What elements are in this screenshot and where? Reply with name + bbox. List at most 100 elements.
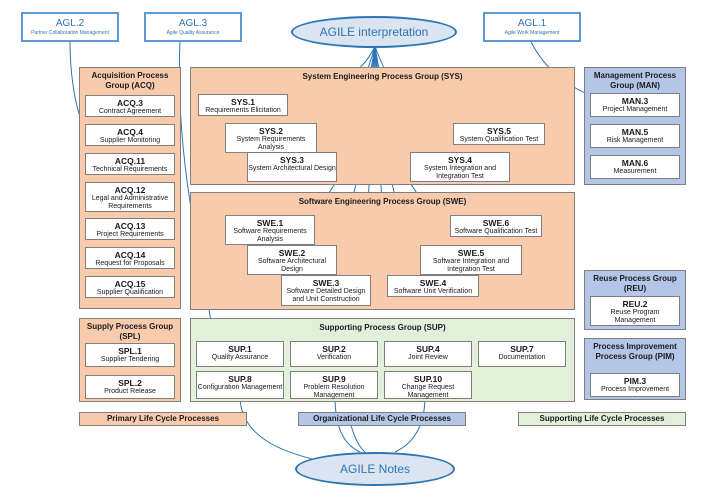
sup2-box: SUP.2 Verification xyxy=(290,341,378,367)
acq4-box: ACQ.4 Supplier Monitoring xyxy=(85,124,175,146)
sys4-id: SYS.4 xyxy=(447,155,473,165)
connector-notes-sup9 xyxy=(334,395,361,453)
acq15-id: ACQ.15 xyxy=(114,279,146,289)
sup2-name: Verification xyxy=(316,354,352,361)
spl1-name: Supplier Tendering xyxy=(100,356,160,363)
man5-id: MAN.5 xyxy=(621,127,649,137)
acq13-id: ACQ.13 xyxy=(114,221,146,231)
sup1-id: SUP.1 xyxy=(228,344,252,354)
sup4-id: SUP.4 xyxy=(416,344,440,354)
sys1-id: SYS.1 xyxy=(230,97,256,107)
sup7-box: SUP.7 Documentation xyxy=(478,341,566,367)
sys3-name: System Architectural Design xyxy=(248,165,336,172)
acq11-name: Technical Requirements xyxy=(92,166,168,173)
pim3-name: Process Improvement xyxy=(600,386,670,393)
swe-group-title: Software Engineering Process Group (SWE) xyxy=(298,197,467,206)
pim3-id: PIM.3 xyxy=(623,376,647,386)
connector-notes-sup10 xyxy=(394,395,426,453)
man5-box: MAN.5 Risk Management xyxy=(590,124,680,148)
pim3-box: PIM.3 Process Improvement xyxy=(590,373,680,397)
sup9-id: SUP.9 xyxy=(322,374,346,384)
acq13-name: Project Requirements xyxy=(96,231,164,238)
sys2-id: SYS.2 xyxy=(258,126,284,136)
legend-organizational: Organizational Life Cycle Processes xyxy=(298,412,466,426)
acq3-id: ACQ.3 xyxy=(117,98,143,108)
swe4-box: SWE.4 Software Unit Verification xyxy=(387,275,479,297)
sup-group: Supporting Process Group (SUP) SUP.1 Qua… xyxy=(190,318,575,402)
sup4-name: Joint Review xyxy=(408,354,448,361)
swe4-name: Software Unit Verification xyxy=(393,288,473,295)
agl1-id: AGL.1 xyxy=(517,18,547,29)
acq12-id: ACQ.12 xyxy=(114,185,146,195)
pim-group-title: Process Improvement Process Group (PIM) xyxy=(593,342,677,361)
reu-group-title: Reuse Process Group (REU) xyxy=(593,274,677,293)
sup9-box: SUP.9 Problem Resolution Management xyxy=(290,371,378,399)
sup1-name: Quality Assurance xyxy=(211,354,269,361)
man6-name: Measurement xyxy=(613,168,657,175)
sys1-name: Requirements Elicitation xyxy=(205,107,281,114)
reu2-id: REU.2 xyxy=(622,299,648,309)
swe2-box: SWE.2 Software Architectural Design xyxy=(247,245,337,275)
sup10-name: Change Request Management xyxy=(401,384,455,399)
swe1-box: SWE.1 Software Requirements Analysis xyxy=(225,215,315,245)
swe3-box: SWE.3 Software Detailed Design and Unit … xyxy=(281,275,371,306)
acq14-box: ACQ.14 Request for Proposals xyxy=(85,247,175,269)
swe5-name: Software Integration and Integration Tes… xyxy=(432,258,510,273)
swe3-id: SWE.3 xyxy=(312,278,340,288)
man6-box: MAN.6 Measurement xyxy=(590,155,680,179)
acq-group-title: Acquisition Process Group (ACQ) xyxy=(91,71,169,90)
spl1-id: SPL.1 xyxy=(118,346,142,356)
man5-name: Risk Management xyxy=(606,137,664,144)
man3-name: Project Management xyxy=(602,106,668,113)
spl2-box: SPL.2 Product Release xyxy=(85,375,175,399)
man-group: Management Process Group (MAN) MAN.3 Pro… xyxy=(584,67,686,185)
acq15-box: ACQ.15 Supplier Qualification xyxy=(85,276,175,298)
sup8-box: SUP.8 Configuration Management xyxy=(196,371,284,399)
spl-group: Supply Process Group (SPL) SPL.1 Supplie… xyxy=(79,318,181,402)
sys5-box: SYS.5 System Qualification Test xyxy=(453,123,545,145)
reu2-box: REU.2 Reuse Program Management xyxy=(590,296,680,326)
spl-group-title: Supply Process Group (SPL) xyxy=(86,322,174,341)
acq3-name: Contract Agreement xyxy=(98,108,162,115)
acq13-box: ACQ.13 Project Requirements xyxy=(85,218,175,240)
legend-primary: Primary Life Cycle Processes xyxy=(79,412,247,426)
swe6-box: SWE.6 Software Qualification Test xyxy=(450,215,542,237)
swe2-id: SWE.2 xyxy=(278,248,306,258)
sup8-name: Configuration Management xyxy=(197,384,283,391)
acq15-name: Supplier Qualification xyxy=(96,289,164,296)
sys5-name: System Qualification Test xyxy=(459,136,539,143)
man3-box: MAN.3 Project Management xyxy=(590,93,680,117)
swe6-name: Software Qualification Test xyxy=(454,228,538,235)
agl3-id: AGL.3 xyxy=(178,18,208,29)
swe1-name: Software Requirements Analysis xyxy=(233,228,307,243)
acq-group: Acquisition Process Group (ACQ) ACQ.3 Co… xyxy=(79,67,181,309)
agl1-name: Agile Work Management xyxy=(504,30,560,36)
agl2-box: AGL.2 Partner Collaboration Management xyxy=(21,12,119,42)
sup10-id: SUP.10 xyxy=(413,374,443,384)
spl1-box: SPL.1 Supplier Tendering xyxy=(85,343,175,367)
sys-group-title: System Engineering Process Group (SYS) xyxy=(302,72,463,81)
sys2-name: System Requirements Analysis xyxy=(236,136,306,151)
connector-notes-sup8 xyxy=(239,395,331,464)
reu-group: Reuse Process Group (REU) REU.2 Reuse Pr… xyxy=(584,270,686,330)
acq11-box: ACQ.11 Technical Requirements xyxy=(85,153,175,175)
sys5-id: SYS.5 xyxy=(486,126,512,136)
agile-interpretation-ellipse: AGILE interpretation xyxy=(291,16,457,48)
sup2-id: SUP.2 xyxy=(322,344,346,354)
sup7-name: Documentation xyxy=(498,354,546,361)
sup4-box: SUP.4 Joint Review xyxy=(384,341,472,367)
sys3-box: SYS.3 System Architectural Design xyxy=(247,152,337,182)
man3-id: MAN.3 xyxy=(621,96,649,106)
spl2-id: SPL.2 xyxy=(118,378,142,388)
sys1-box: SYS.1 Requirements Elicitation xyxy=(198,94,288,116)
sup10-box: SUP.10 Change Request Management xyxy=(384,371,472,399)
spl2-name: Product Release xyxy=(104,388,156,395)
swe5-box: SWE.5 Software Integration and Integrati… xyxy=(420,245,522,275)
sys2-box: SYS.2 System Requirements Analysis xyxy=(225,123,317,153)
agile-interpretation-label: AGILE interpretation xyxy=(319,25,429,39)
agile-notes-label: AGILE Notes xyxy=(339,462,411,476)
swe6-id: SWE.6 xyxy=(482,218,510,228)
swe5-id: SWE.5 xyxy=(457,248,485,258)
connector-notes-org xyxy=(349,421,366,453)
agl3-box: AGL.3 Agile Quality Assurance xyxy=(144,12,242,42)
